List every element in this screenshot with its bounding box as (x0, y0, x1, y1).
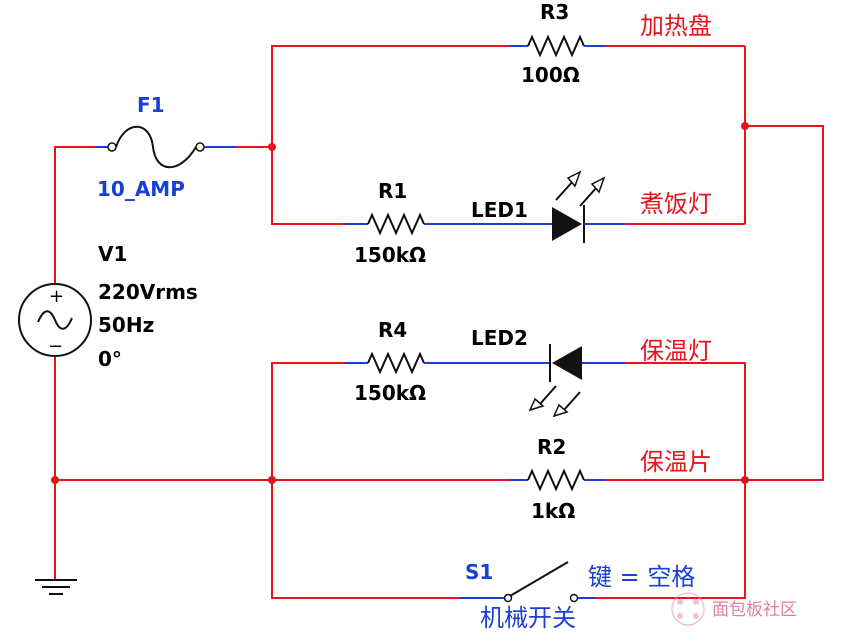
led1-function: 煮饭灯 (640, 190, 712, 218)
r2-function: 保温片 (640, 448, 712, 476)
r4-name: R4 (378, 318, 407, 342)
r2-name: R2 (537, 435, 566, 459)
fuse-f1 (95, 126, 235, 169)
junction-dot (268, 476, 276, 484)
junctions (51, 122, 749, 484)
source-frequency: 50Hz (98, 313, 154, 337)
ac-source-circle (18, 283, 92, 357)
wire-to-r4 (271, 362, 345, 480)
r2-value: 1kΩ (531, 499, 575, 523)
plus-sign: + (49, 286, 64, 307)
watermark: 面包板社区 (671, 592, 797, 626)
ground-icon (35, 579, 77, 595)
source-phase: 0° (98, 347, 122, 371)
r4-value: 150kΩ (354, 381, 426, 405)
resistor-r1 (345, 212, 470, 236)
resistor-r3 (510, 34, 605, 58)
source-name: V1 (98, 242, 127, 266)
switch-key-hint: 键 = 空格 (588, 563, 695, 591)
wire-source-to-fuse (54, 146, 95, 284)
junction-dot (51, 476, 59, 484)
switch-function: 机械开关 (480, 604, 576, 632)
source-voltage: 220Vrms (98, 280, 198, 304)
r3-value: 100Ω (521, 63, 580, 87)
r3-function: 加热盘 (640, 12, 712, 40)
fuse-element-icon (115, 126, 197, 169)
sine-wave-icon (37, 310, 73, 330)
led1-icon (470, 170, 625, 243)
junction-dot (741, 122, 749, 130)
wire-led2-right (625, 362, 746, 480)
junction-dot (268, 143, 276, 151)
fuse-name: F1 (137, 93, 165, 117)
switch-s1-icon (460, 561, 595, 603)
minus-sign: − (48, 336, 63, 357)
junction-dot (741, 476, 749, 484)
led1-name: LED1 (471, 198, 528, 222)
r1-name: R1 (378, 179, 407, 203)
wire-return-bus (745, 125, 824, 481)
wire-to-switch (271, 480, 460, 599)
r1-value: 150kΩ (354, 243, 426, 267)
wires (54, 45, 824, 599)
ac-source-v1: + − (18, 283, 92, 357)
fuse-rating: 10_AMP (97, 177, 185, 201)
wire-top-branch (271, 45, 510, 147)
led2-icon (470, 344, 625, 418)
switch-name: S1 (465, 560, 493, 584)
wire-switch-right (595, 480, 746, 599)
watermark-logo-icon (671, 592, 705, 626)
led2-name: LED2 (471, 326, 528, 350)
resistor-r2 (510, 468, 605, 492)
r3-name: R3 (540, 0, 569, 24)
watermark-text: 面包板社区 (712, 600, 797, 620)
led2-function: 保温灯 (640, 337, 712, 365)
wire-to-r1 (271, 147, 345, 225)
resistor-r4 (345, 351, 470, 375)
